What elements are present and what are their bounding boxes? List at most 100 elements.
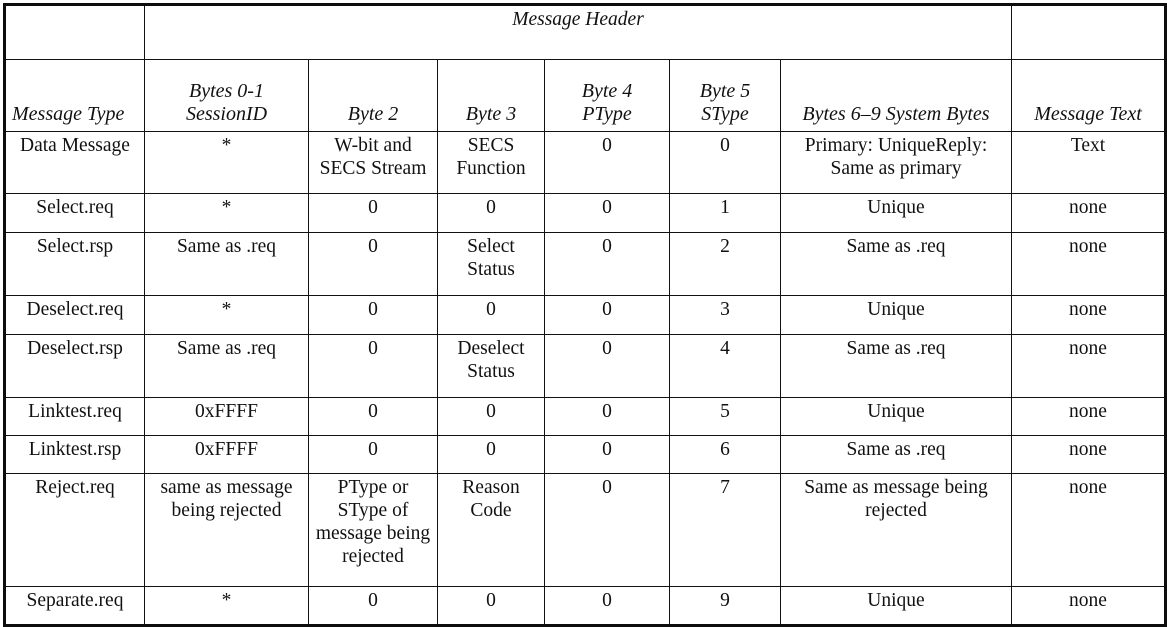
cell-byte-4: 0 (544, 295, 670, 335)
cell-message-type: Linktest.req (4, 397, 145, 436)
title-row-empty-right (1011, 4, 1166, 60)
col-header-byte-5-line1: Byte 5 (699, 79, 751, 102)
cell-bytes-6-9: Unique (780, 586, 1012, 626)
cell-byte-5: 0 (669, 131, 781, 194)
cell-bytes-0-1: * (144, 295, 309, 335)
cell-message-text: none (1011, 295, 1166, 335)
cell-bytes-6-9: Unique (780, 193, 1012, 233)
table-row: Select.rsp Same as .req 0 Select Status … (4, 232, 1166, 296)
cell-byte-3: 0 (437, 295, 545, 335)
cell-byte-3: 0 (437, 586, 545, 626)
cell-byte-2: 0 (308, 193, 438, 233)
table-row: Reject.req same as message being rejecte… (4, 473, 1166, 587)
table-row: Select.req * 0 0 0 1 Unique none (4, 193, 1166, 233)
cell-bytes-0-1: Same as .req (144, 334, 309, 398)
cell-bytes-0-1: * (144, 193, 309, 233)
cell-message-type: Select.req (4, 193, 145, 233)
cell-message-text: none (1011, 435, 1166, 474)
cell-bytes-6-9: Same as .req (780, 334, 1012, 398)
cell-message-type: Reject.req (4, 473, 145, 587)
cell-byte-5: 1 (669, 193, 781, 233)
col-header-message-type: Message Type (4, 59, 145, 132)
cell-message-text: none (1011, 334, 1166, 398)
table-row: Deselect.rsp Same as .req 0 Deselect Sta… (4, 334, 1166, 398)
cell-byte-3: 0 (437, 193, 545, 233)
cell-message-text: none (1011, 232, 1166, 296)
table-row: Separate.req * 0 0 0 9 Unique none (4, 586, 1166, 626)
cell-byte-4: 0 (544, 435, 670, 474)
col-header-bytes-0-1-line1: Bytes 0-1 (189, 79, 264, 102)
cell-byte-4: 0 (544, 193, 670, 233)
cell-byte-2: 0 (308, 295, 438, 335)
cell-byte-5: 3 (669, 295, 781, 335)
cell-byte-2: 0 (308, 232, 438, 296)
cell-byte-5: 2 (669, 232, 781, 296)
table-row: Data Message * W-bit and SECS Stream SEC… (4, 131, 1166, 194)
cell-bytes-6-9: Unique (780, 397, 1012, 436)
cell-byte-4: 0 (544, 473, 670, 587)
cell-message-type: Deselect.rsp (4, 334, 145, 398)
cell-byte-3: 0 (437, 435, 545, 474)
col-header-byte-4-ptype: Byte 4 PType (544, 59, 670, 132)
cell-message-text: none (1011, 397, 1166, 436)
col-header-ptype-line2: PType (582, 103, 632, 126)
col-header-byte-4-line1: Byte 4 (581, 79, 633, 102)
cell-byte-2: W-bit and SECS Stream (308, 131, 438, 194)
cell-byte-2: 0 (308, 435, 438, 474)
cell-byte-4: 0 (544, 334, 670, 398)
table-row: Deselect.req * 0 0 0 3 Unique none (4, 295, 1166, 335)
cell-message-type: Select.rsp (4, 232, 145, 296)
cell-byte-5: 9 (669, 586, 781, 626)
cell-bytes-0-1: 0xFFFF (144, 435, 309, 474)
cell-bytes-6-9: Same as .req (780, 232, 1012, 296)
cell-message-text: none (1011, 193, 1166, 233)
cell-byte-3: SECS Function (437, 131, 545, 194)
col-header-byte-5-stype: Byte 5 SType (669, 59, 781, 132)
cell-message-type: Separate.req (4, 586, 145, 626)
col-header-sessionid-line2: SessionID (185, 103, 268, 126)
cell-message-type: Deselect.req (4, 295, 145, 335)
cell-byte-4: 0 (544, 232, 670, 296)
col-header-message-text: Message Text (1011, 59, 1166, 132)
cell-bytes-6-9: Primary: UniqueReply: Same as primary (780, 131, 1012, 194)
cell-byte-5: 6 (669, 435, 781, 474)
cell-bytes-6-9: Same as message being rejected (780, 473, 1012, 587)
table-title-row: Message Header (4, 4, 1166, 60)
cell-bytes-0-1: same as message being rejected (144, 473, 309, 587)
col-header-byte-3: Byte 3 (437, 59, 545, 132)
cell-bytes-0-1: 0xFFFF (144, 397, 309, 436)
cell-bytes-0-1: Same as .req (144, 232, 309, 296)
cell-message-text: none (1011, 473, 1166, 587)
cell-message-type: Linktest.rsp (4, 435, 145, 474)
cell-byte-5: 7 (669, 473, 781, 587)
message-header-title: Message Header (144, 4, 1012, 60)
cell-byte-3: 0 (437, 397, 545, 436)
table-row: Linktest.req 0xFFFF 0 0 0 5 Unique none (4, 397, 1166, 436)
cell-byte-5: 4 (669, 334, 781, 398)
cell-byte-2: 0 (308, 586, 438, 626)
cell-bytes-6-9: Unique (780, 295, 1012, 335)
title-row-empty-left (4, 4, 145, 60)
col-header-bytes-0-1-sessionid: Bytes 0-1 SessionID (144, 59, 309, 132)
table-row: Linktest.rsp 0xFFFF 0 0 0 6 Same as .req… (4, 435, 1166, 474)
col-header-byte-2: Byte 2 (308, 59, 438, 132)
cell-byte-3: Select Status (437, 232, 545, 296)
cell-byte-2: 0 (308, 397, 438, 436)
col-header-bytes-6-9-system-bytes: Bytes 6–9 System Bytes (780, 59, 1012, 132)
cell-byte-4: 0 (544, 397, 670, 436)
cell-byte-5: 5 (669, 397, 781, 436)
cell-byte-3: Deselect Status (437, 334, 545, 398)
cell-byte-2: PType or SType of message being rejected (308, 473, 438, 587)
column-header-row: Message Type Bytes 0-1 SessionID Byte 2 … (4, 59, 1166, 132)
message-header-table-container: Message Header Message Type Bytes 0-1 Se… (3, 3, 1167, 627)
cell-byte-4: 0 (544, 131, 670, 194)
cell-message-type: Data Message (4, 131, 145, 194)
cell-bytes-0-1: * (144, 131, 309, 194)
cell-byte-4: 0 (544, 586, 670, 626)
cell-byte-2: 0 (308, 334, 438, 398)
col-header-stype-line2: SType (701, 103, 749, 126)
cell-bytes-6-9: Same as .req (780, 435, 1012, 474)
cell-message-text: none (1011, 586, 1166, 626)
cell-byte-3: Reason Code (437, 473, 545, 587)
cell-message-text: Text (1011, 131, 1166, 194)
